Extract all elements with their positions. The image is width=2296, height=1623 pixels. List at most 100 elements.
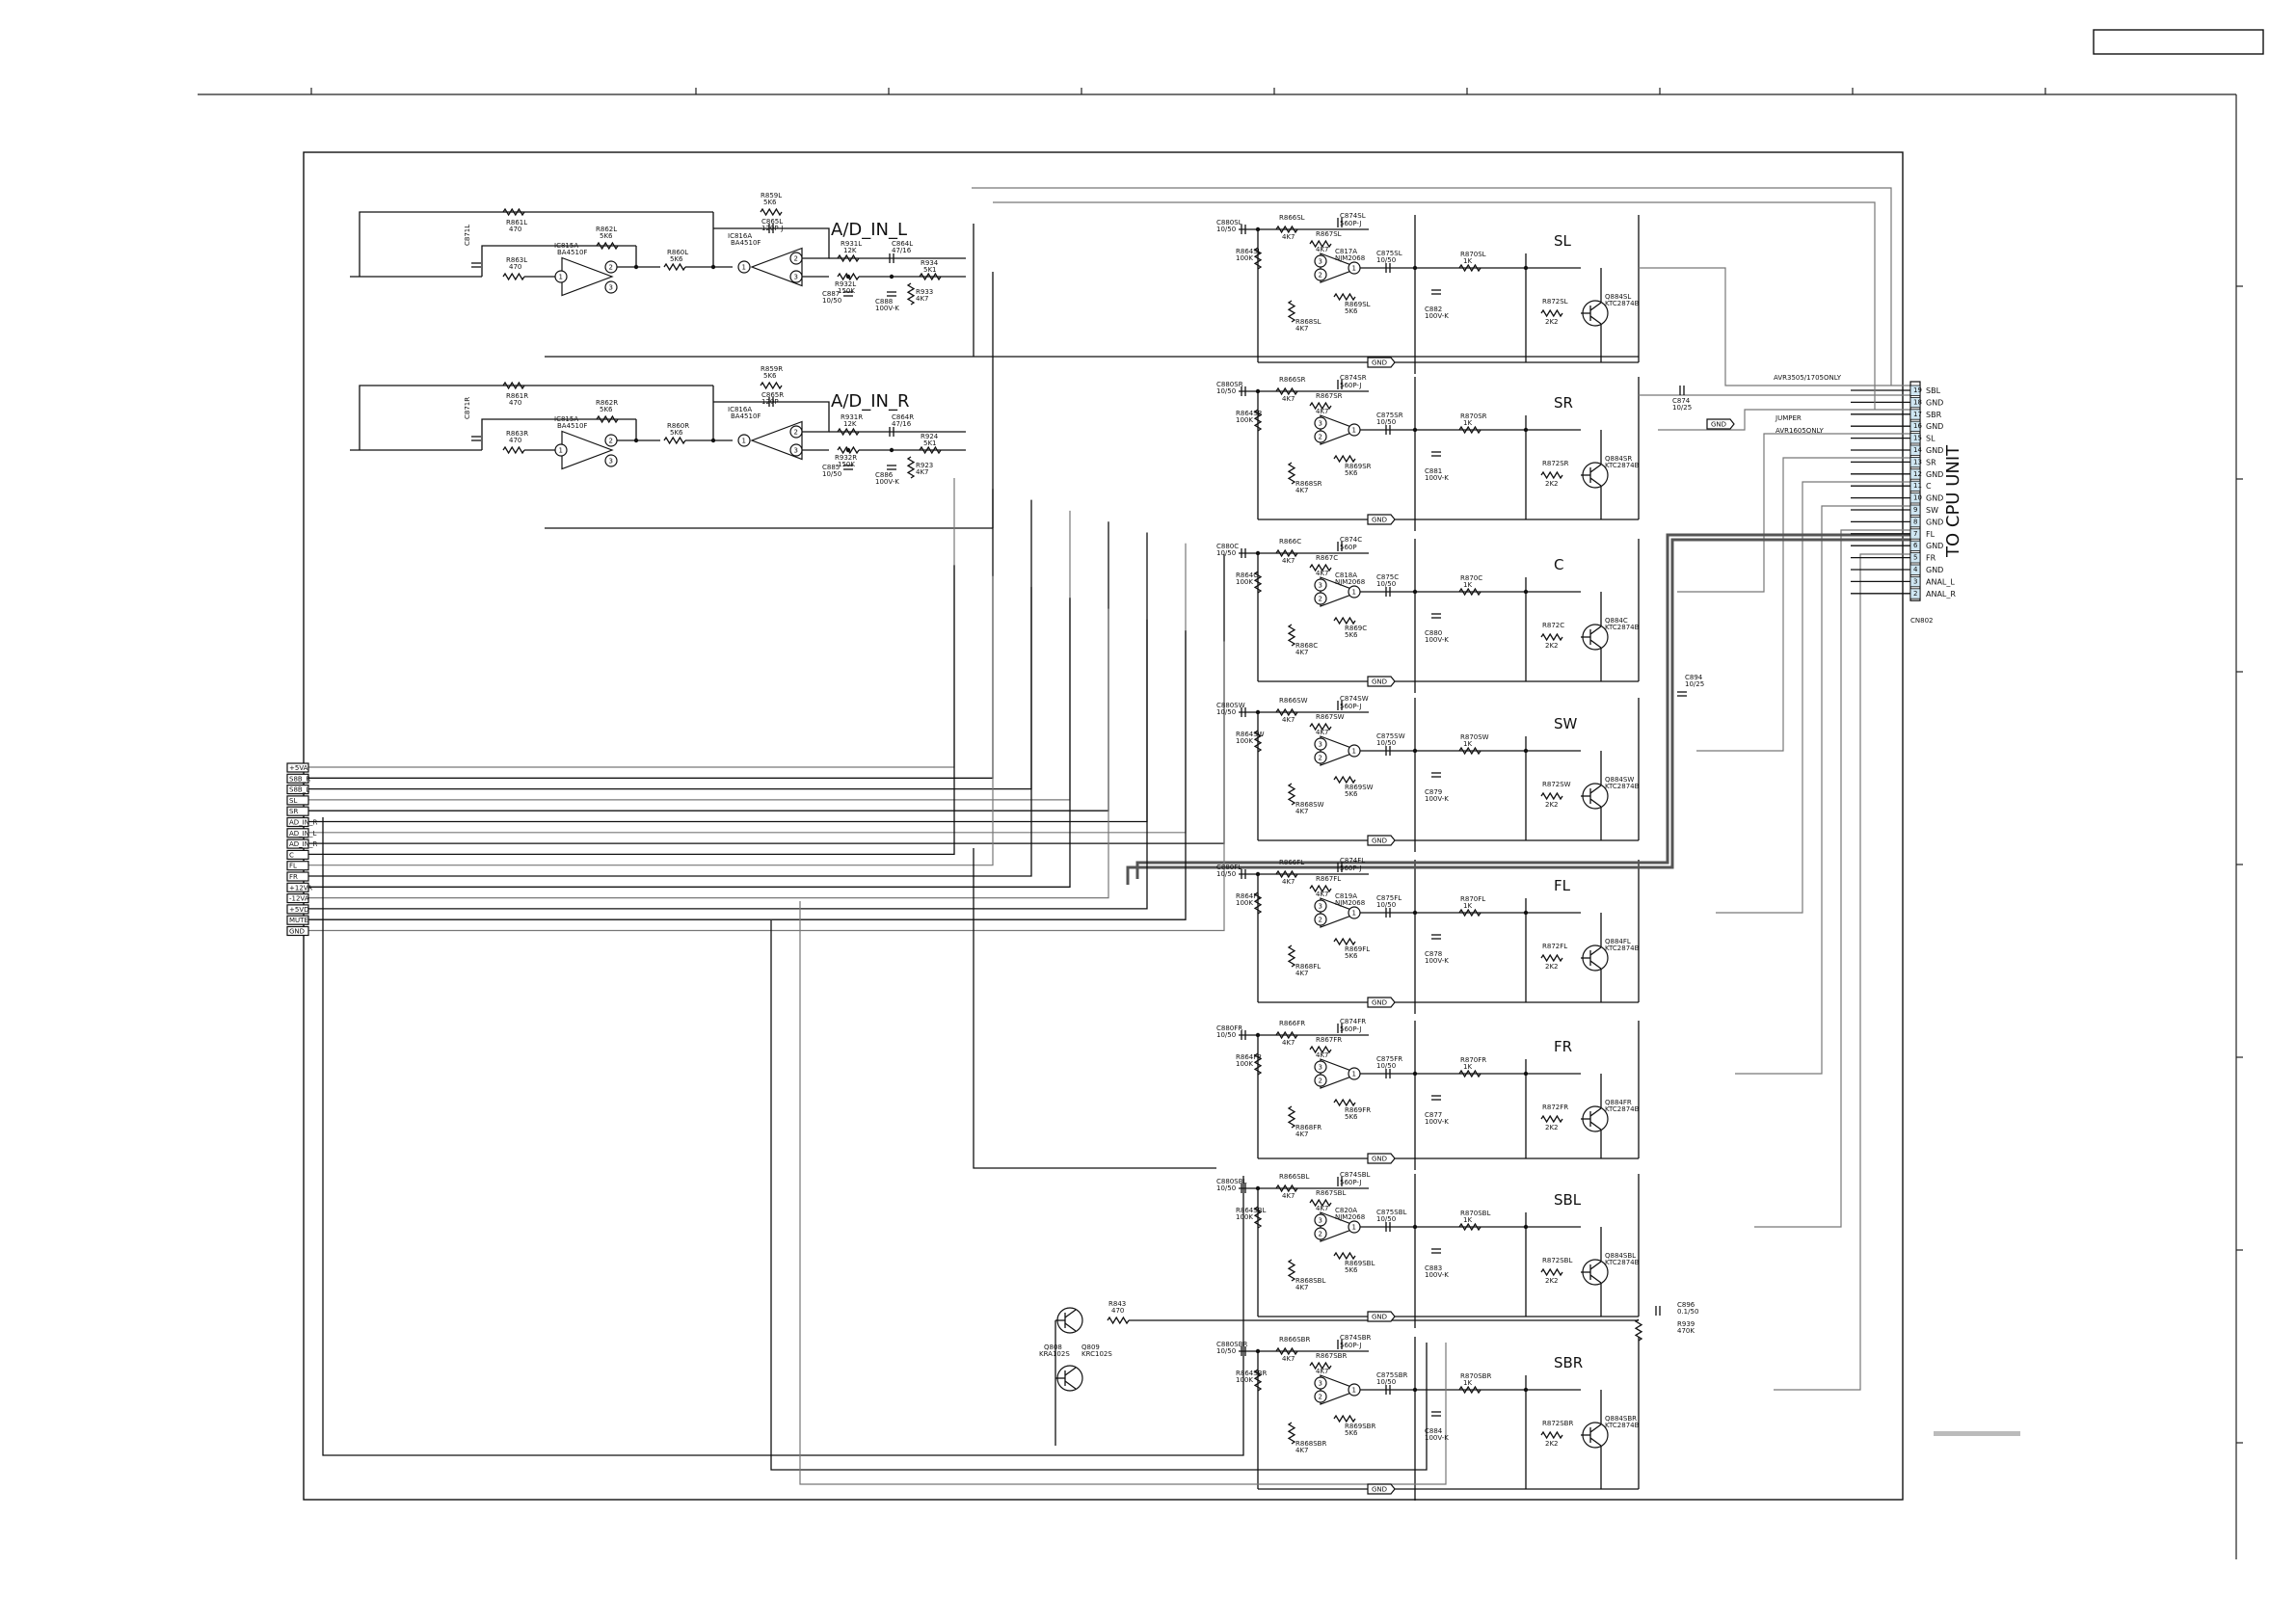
channel-r867 xyxy=(1309,884,1332,893)
pin xyxy=(1314,1074,1327,1087)
part-label: 560P-J xyxy=(1340,382,1361,389)
left-bus-label: SR xyxy=(289,808,298,815)
part-label: KTC2874B xyxy=(1605,462,1640,469)
ad-stage-l-r931 xyxy=(837,253,860,263)
ad-stage-l-r859 xyxy=(760,207,783,217)
part-label: R872SBL xyxy=(1542,1257,1572,1264)
part-label: 100V-K xyxy=(1425,1118,1449,1126)
pin-number: 2 xyxy=(1319,1394,1322,1401)
channel-r868 xyxy=(1287,300,1296,323)
part-label: C864R xyxy=(892,413,914,421)
part-label: R932L xyxy=(835,280,856,288)
part-label: R933 xyxy=(916,288,933,296)
pin-number: 2 xyxy=(609,438,613,445)
part-label: 10/50 xyxy=(822,470,841,478)
channel-gnd-tag xyxy=(1367,835,1396,846)
cpu-connector-pin-label: SW xyxy=(1926,506,1938,515)
part-label: R862R xyxy=(596,399,618,407)
junction-dot xyxy=(1412,1071,1418,1077)
part-label: 100V-K xyxy=(1425,474,1449,482)
cpu-connector-pin xyxy=(1909,409,1921,420)
left-bus-tag xyxy=(286,849,309,861)
part-label: 1K xyxy=(1463,1216,1472,1224)
channel-gnd-tag-text: GND xyxy=(1372,1486,1387,1494)
part-label: 10/50 xyxy=(1216,549,1236,557)
channel-r866 xyxy=(1275,386,1298,396)
junction-dot xyxy=(1412,265,1418,271)
cpu-connector-pin-label: GND xyxy=(1926,446,1943,455)
cpu-connector-pin-label: ANAL_R xyxy=(1926,590,1956,599)
part-label: R867SL xyxy=(1316,230,1342,238)
part-label: 10/50 xyxy=(1376,418,1396,426)
part-label: 12K xyxy=(843,247,857,254)
channel-r868 xyxy=(1287,945,1296,968)
transistor-collector xyxy=(1589,464,1602,473)
part-label: 10/50 xyxy=(1216,1031,1236,1039)
part-label: 5K6 xyxy=(1345,469,1358,477)
cpu-connector-pin-number: 3 xyxy=(1913,577,1917,585)
pin xyxy=(604,434,618,447)
part-label: C874SBL xyxy=(1340,1171,1370,1179)
channel-r869 xyxy=(1333,1414,1356,1423)
left-bus-tag xyxy=(286,795,309,806)
channel-opamp xyxy=(1320,735,1361,766)
pin-number: 1 xyxy=(1352,1387,1356,1395)
part-label: 120P-J xyxy=(761,225,783,232)
junction-dot xyxy=(1255,1032,1261,1038)
part-label: 100V-K xyxy=(875,305,899,312)
pin-number: 2 xyxy=(609,264,613,272)
part-label: C880FL xyxy=(1216,864,1241,871)
pin xyxy=(789,425,803,439)
part-label: 100V-K xyxy=(1425,1271,1449,1279)
part-label: 10/50 xyxy=(1376,901,1396,909)
part-label: C880SBR xyxy=(1216,1341,1247,1348)
transistor-emitter xyxy=(1589,1274,1602,1284)
channel-r869 xyxy=(1333,292,1356,302)
part-label: 1K xyxy=(1463,581,1472,589)
channel-r872 xyxy=(1540,308,1563,318)
transistor-collector xyxy=(1589,1107,1602,1117)
ad-stage-l-r861 xyxy=(502,207,525,217)
pin-number: 3 xyxy=(609,284,613,292)
part-label: Q884FR xyxy=(1605,1099,1632,1106)
ad-in-l-label: A/D_IN_L xyxy=(831,220,907,240)
pin-number: 2 xyxy=(794,255,798,263)
channel-r864 xyxy=(1253,891,1263,915)
left-bus-tag xyxy=(286,762,309,773)
pin xyxy=(1314,416,1327,430)
junction-dot xyxy=(1412,589,1418,595)
cpu-connector-pin-label: SBR xyxy=(1926,411,1942,419)
left-bus-label: GND xyxy=(289,928,305,936)
part-label: 100K xyxy=(1236,416,1253,424)
wire xyxy=(359,211,713,277)
channel-gnd-tag xyxy=(1367,997,1396,1008)
part-label: C874 xyxy=(1672,397,1691,405)
channel-block-sl: SLC880SL10/50R866SL4K7C874SL560P-JR867SL… xyxy=(1216,212,1640,368)
junction-dot xyxy=(1523,589,1529,595)
part-label: C864L xyxy=(892,240,913,248)
left-bus-tag xyxy=(286,861,309,871)
pin xyxy=(554,270,568,283)
part-label: R872SR xyxy=(1542,460,1569,467)
top-grid-ticks xyxy=(310,88,2046,94)
cpu-connector-pin-number: 13 xyxy=(1913,458,1922,466)
part-label: NJM2068 xyxy=(1335,254,1365,262)
part-label: R923 xyxy=(916,462,933,469)
part-label: 4K7 xyxy=(916,295,929,303)
part-label: 1K xyxy=(1463,419,1472,427)
part-label: 5K6 xyxy=(1345,307,1358,315)
part-label: R869FL xyxy=(1345,945,1370,953)
channel-r870 xyxy=(1458,587,1482,597)
part-label: 5K6 xyxy=(1345,631,1358,639)
pin xyxy=(1314,1060,1327,1074)
part-label: R869SW xyxy=(1345,784,1374,791)
part-label: C874SW xyxy=(1340,695,1369,703)
part-label: R870SR xyxy=(1460,412,1487,420)
junction-dot xyxy=(1255,226,1261,232)
cpu-connector-pin-label: GND xyxy=(1926,422,1943,431)
channel-r867 xyxy=(1309,1045,1332,1054)
part-label: C874FL xyxy=(1340,857,1365,865)
left-bus-tag xyxy=(286,806,309,816)
junction-dot xyxy=(710,438,716,443)
part-label: 5K1 xyxy=(923,266,937,274)
